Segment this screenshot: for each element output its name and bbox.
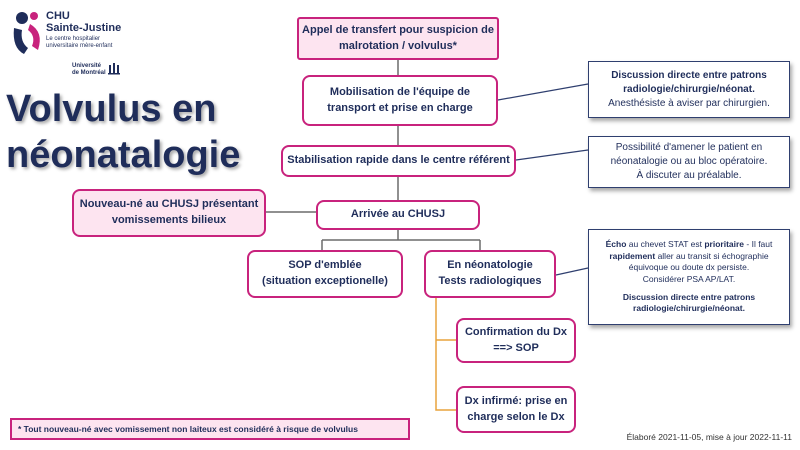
echo-t4: équivoque ou doute dx persiste. (628, 262, 750, 273)
stabilisation-label: Stabilisation rapide dans le centre réfé… (287, 154, 510, 167)
confirm-line1: Confirmation du Dx (464, 325, 568, 338)
confirm-box: Confirmation du Dx ==> SOP (456, 318, 576, 363)
page-title-line1: Volvulus en (6, 88, 217, 130)
sop-line1: SOP d'emblée (288, 259, 362, 272)
chusj-logo: CHU Sainte-Justine Le centre hospitalier… (8, 8, 128, 78)
newborn-box: Nouveau-né au CHUSJ présentant vomissemen… (72, 189, 266, 237)
possibility-line2: néonatalogie ou au bloc opératoire. (610, 156, 768, 167)
discussion-bold1: Discussion directe entre patrons (611, 69, 767, 81)
logo-name-line1: CHU (46, 10, 70, 22)
possibility-line3: À discuter au préalable. (636, 170, 742, 181)
confirm-line2: ==> SOP (493, 341, 539, 354)
transfer-call-line2: malrotation / volvulus* (339, 39, 457, 52)
mobilisation-box: Mobilisation de l'équipe de transport et … (302, 75, 498, 126)
logo-univ2: de Montréal (72, 70, 106, 76)
neonat-line2: Tests radiologiques (438, 275, 542, 287)
echo-b2: prioritaire (704, 239, 745, 250)
udem-crest-icon (108, 63, 120, 75)
echo-b5: radiologie/chirurgie/néonat. (633, 303, 745, 314)
logo-name-line2: Sainte-Justine (46, 22, 122, 34)
echo-t5: Considérer PSA AP/LAT. (642, 273, 736, 284)
connector-branch-infirme (435, 298, 456, 411)
echo-b4: Discussion directe entre patrons (622, 291, 756, 302)
page-title-line2: néonatalogie (6, 134, 241, 176)
discussion-normal: Anesthésiste à aviser par chirurgien. (608, 97, 770, 109)
callout-pointer-discussion (497, 83, 589, 101)
echo-note: Écho au chevet STAT est prioritaire - Il… (588, 229, 790, 325)
infirme-line1: Dx infirmé: prise en (464, 394, 568, 407)
echo-b3: rapidement (609, 250, 656, 261)
sop-line2: (situation exceptionelle) (262, 275, 388, 287)
stabilisation-box: Stabilisation rapide dans le centre réfé… (281, 145, 516, 177)
neonat-line1: En néonatologie (447, 259, 533, 272)
footnote-text: * Tout nouveau-né avec vomissement non l… (18, 424, 358, 434)
possibility-line1: Possibilité d'amener le patient en (615, 142, 763, 153)
possibility-note: Possibilité d'amener le patient en néona… (588, 136, 790, 188)
infirme-line2: charge selon le Dx (467, 410, 565, 423)
discussion-bold2: radiologie/chirurgie/néonat. (623, 83, 755, 95)
echo-t3: aller au transit si échographie (655, 250, 769, 261)
chusj-logo-mark-icon (13, 12, 40, 54)
infirme-box: Dx infirmé: prise en charge selon le Dx (456, 386, 576, 433)
callout-pointer-possibility (515, 149, 589, 161)
newborn-line2: vomissements bilieux (111, 214, 227, 226)
arrival-box: Arrivée au CHUSJ (316, 200, 480, 230)
transfer-call-box: Appel de transfert pour suspicion de malr… (297, 17, 499, 60)
sop-box: SOP d'emblée (situation exceptionelle) (247, 250, 403, 298)
logo-univ1: Université (72, 63, 102, 69)
newborn-line1: Nouveau-né au CHUSJ présentant (79, 198, 259, 211)
logo-tagline2: universitaire mère-enfant (46, 43, 113, 49)
echo-t2: - Il faut (744, 239, 773, 250)
transfer-call-line1: Appel de transfert pour suspicion de (302, 23, 494, 36)
mobilisation-line2: transport et prise en charge (327, 101, 473, 114)
logo-tagline1: Le centre hospitalier (46, 36, 101, 42)
callout-pointer-echo (555, 267, 589, 276)
echo-b1: Écho (605, 239, 627, 250)
mobilisation-line1: Mobilisation de l'équipe de (329, 85, 471, 98)
echo-t1: au chevet STAT est (626, 239, 705, 250)
discussion-note: Discussion directe entre patrons radiolo… (588, 61, 790, 118)
footnote: * Tout nouveau-né avec vomissement non l… (10, 418, 410, 440)
arrival-label: Arrivée au CHUSJ (350, 208, 446, 221)
update-date: Élaboré 2021-11-05, mise à jour 2022-11-… (626, 432, 792, 442)
